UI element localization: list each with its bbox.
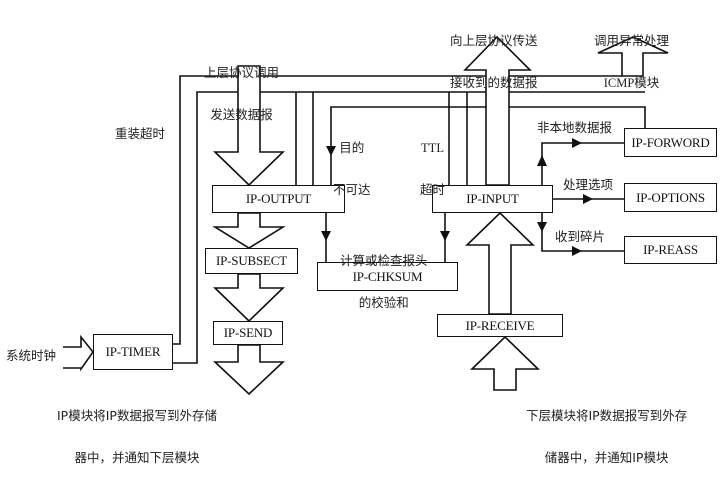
send-down-arrow	[212, 344, 286, 396]
reass-down-arrowhead	[537, 222, 547, 232]
receive-to-input-arrow	[465, 211, 535, 315]
receive-note-line1: 下层模块将IP数据报写到外存	[526, 408, 688, 423]
ip-send-module: IP-SEND	[213, 321, 283, 345]
ip-timer-module: IP-TIMER	[93, 334, 173, 370]
upper-send-label: 上层协议调用 发送数据报	[204, 38, 279, 136]
dest-unreachable-line1: 目的	[339, 140, 365, 155]
send-note-line2: 器中，并通知下层模块	[74, 450, 200, 465]
diagram-wires	[63, 35, 669, 396]
icmp-label-line1: 调用异常处理	[594, 34, 670, 48]
reassembly-timeout-label: 重装超时	[115, 126, 166, 141]
receive-note-line2: 储器中，并通知IP模块	[544, 450, 669, 465]
output-to-subsect-arrow	[212, 212, 286, 249]
fragment-received-label: 收到碎片	[555, 229, 606, 244]
deliver-up-label: 向上层协议传送 接收到的数据报	[450, 6, 538, 104]
subsect-to-send-arrow	[213, 273, 285, 323]
send-note-line1: IP模块将IP数据报写到外存储	[57, 408, 217, 423]
ip-forword-module: IP-FORWORD	[624, 128, 717, 157]
deliver-up-label-line1: 向上层协议传送	[450, 33, 538, 48]
system-clock-arrow	[63, 334, 95, 372]
send-note-label: IP模块将IP数据报写到外存储 器中，并通知下层模块	[57, 381, 217, 479]
input-to-forword-line	[541, 142, 624, 185]
forword-up-arrowhead	[537, 155, 547, 166]
dest-unreachable-label: 目的 不可达	[333, 113, 371, 211]
upper-send-label-line2: 发送数据报	[210, 107, 273, 122]
deliver-up-label-line2: 接收到的数据报	[450, 75, 538, 90]
dest-unreachable-line2: 不可达	[333, 182, 371, 197]
ttl-timeout-line1: TTL	[421, 141, 444, 155]
ip-input-module: IP-INPUT	[432, 185, 553, 213]
receive-note-label: 下层模块将IP数据报写到外存 储器中，并通知IP模块	[526, 381, 687, 479]
ttl-timeout-label: TTL 超时	[420, 113, 445, 211]
forword-feedback-line	[509, 106, 646, 128]
timer-loop-line-2	[173, 91, 238, 364]
non-local-label: 非本地数据报	[537, 120, 613, 135]
reass-right-arrowhead	[572, 246, 582, 256]
icmp-label: 调用异常处理 ICMP模块	[594, 6, 669, 104]
dest-unreachable-arrowhead	[326, 146, 336, 156]
ip-chksum-module: IP-CHKSUM	[317, 262, 458, 291]
chksum-right-arrowhead	[440, 231, 450, 241]
ip-output-module: IP-OUTPUT	[212, 185, 345, 213]
ttl-timeout-line2: 超时	[420, 183, 446, 197]
checksum-label-line2: 的校验和	[358, 295, 409, 310]
system-clock-label: 系统时钟	[6, 348, 57, 363]
ip-receive-module: IP-RECEIVE	[437, 314, 563, 337]
ip-subsect-module: IP-SUBSECT	[205, 248, 298, 274]
timer-to-icmp-line	[173, 75, 238, 345]
forword-right-arrowhead	[572, 138, 582, 148]
options-arrowhead	[583, 194, 593, 204]
chksum-left-arrowhead	[321, 231, 331, 241]
icmp-label-line2: ICMP模块	[603, 76, 660, 90]
checksum-label-line1: 计算或检查报头	[340, 253, 428, 268]
process-options-label: 处理选项	[563, 177, 614, 192]
checksum-label: 计算或检查报头 的校验和	[340, 226, 428, 324]
upper-send-arrow	[213, 65, 285, 187]
dest-unreachable-line	[330, 106, 486, 185]
deliver-up-arrow	[463, 35, 532, 186]
upper-send-label-line1: 上层协议调用	[204, 65, 280, 80]
ip-options-module: IP-OPTIONS	[624, 183, 717, 212]
lower-to-receive-arrow	[470, 335, 540, 391]
icmp-arrow	[597, 36, 669, 77]
ip-reass-module: IP-REASS	[624, 236, 717, 264]
